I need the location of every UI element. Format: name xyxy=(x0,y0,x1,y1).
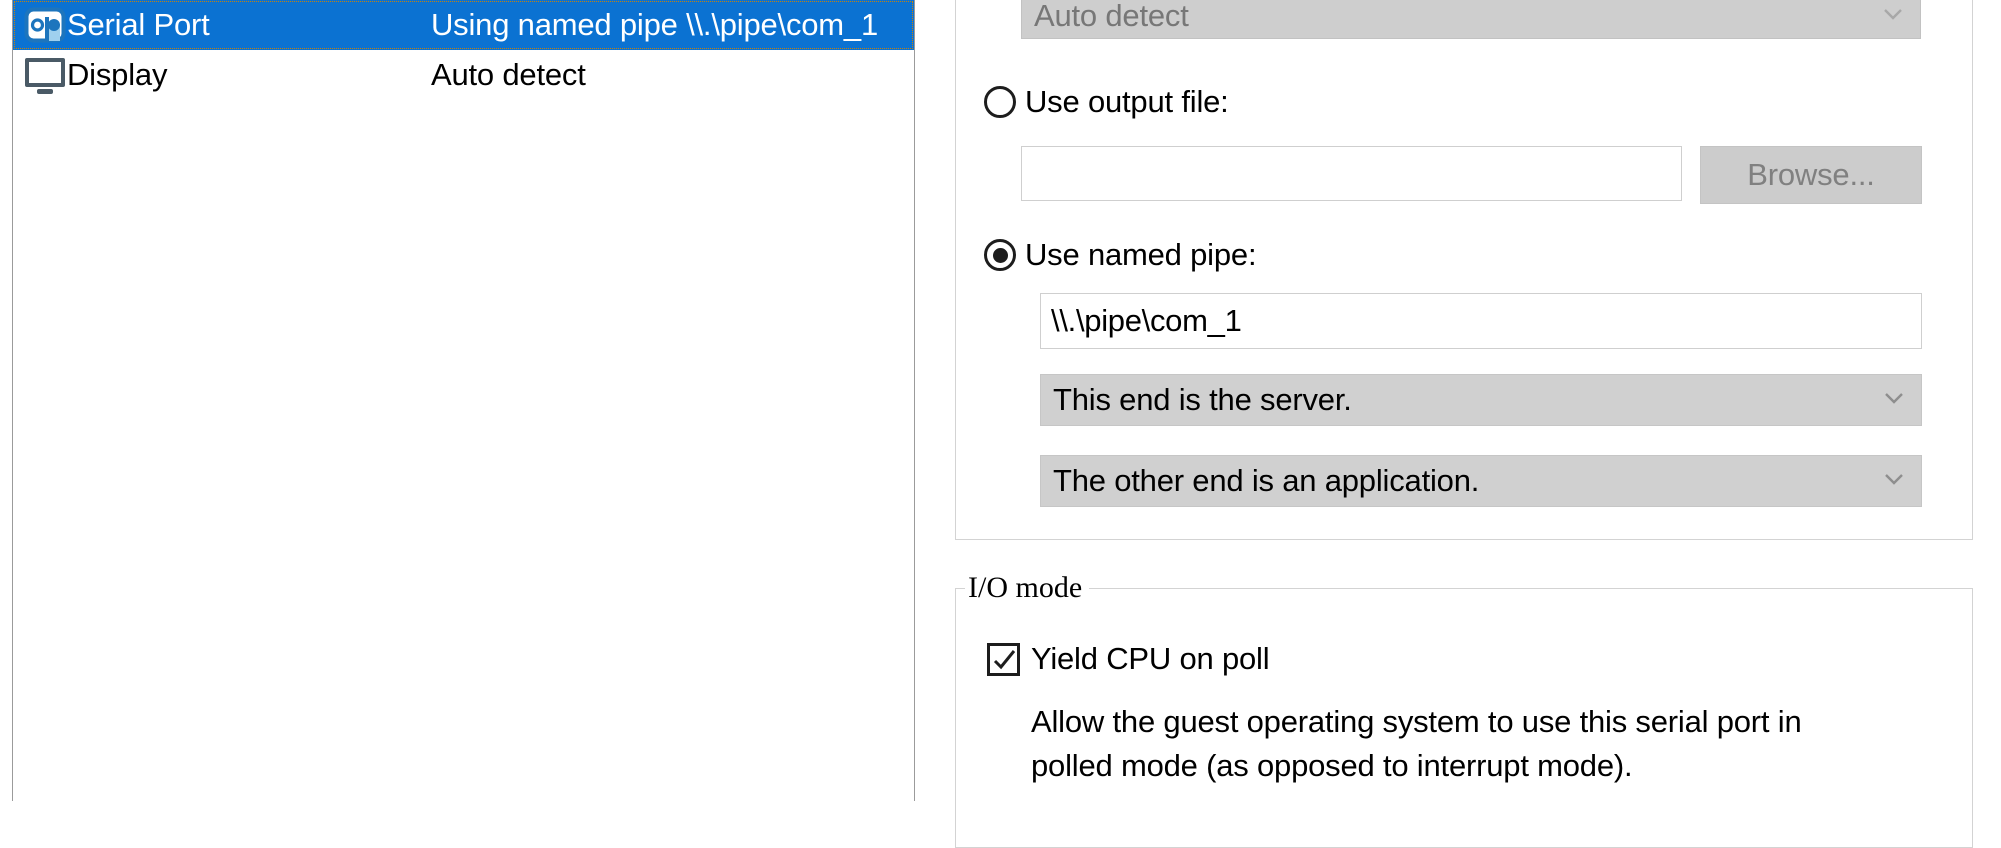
display-monitor-icon xyxy=(23,52,67,98)
device-list-panel[interactable]: Serial Port Using named pipe \\.\pipe\co… xyxy=(12,0,915,801)
use-named-pipe-label: Use named pipe: xyxy=(1025,237,1257,272)
chevron-down-icon xyxy=(1883,468,1905,490)
named-pipe-path-value: \\.\pipe\com_1 xyxy=(1051,303,1242,338)
named-pipe-path-input[interactable]: \\.\pipe\com_1 xyxy=(1040,293,1922,349)
list-item-label: Serial Port xyxy=(67,7,210,42)
checkbox-indicator[interactable] xyxy=(987,642,1020,676)
chevron-down-icon xyxy=(1883,387,1905,409)
radio-indicator[interactable] xyxy=(984,239,1016,271)
near-end-combobox[interactable]: This end is the server. xyxy=(1040,374,1922,426)
radio-indicator[interactable] xyxy=(984,86,1016,118)
serial-port-icon xyxy=(23,2,67,48)
browse-button[interactable]: Browse... xyxy=(1700,146,1922,204)
chevron-down-icon xyxy=(1882,3,1904,25)
use-named-pipe-radio[interactable]: Use named pipe: xyxy=(984,237,1257,273)
auto-detect-combobox-value: Auto detect xyxy=(1034,0,1189,33)
output-file-path-input[interactable] xyxy=(1021,146,1682,201)
list-item-label: Display xyxy=(67,57,168,92)
connection-groupbox xyxy=(955,0,1973,540)
serial-port-settings-panel: Auto detect Use output file: Browse... U… xyxy=(955,0,2001,848)
list-item-serial-port[interactable]: Serial Port Using named pipe \\.\pipe\co… xyxy=(13,0,914,50)
list-item-summary: Auto detect xyxy=(431,57,586,92)
use-output-file-radio[interactable]: Use output file: xyxy=(984,84,1229,120)
yield-cpu-on-poll-label: Yield CPU on poll xyxy=(1031,641,1270,676)
far-end-combobox-value: The other end is an application. xyxy=(1053,463,1480,498)
near-end-combobox-value: This end is the server. xyxy=(1053,382,1352,417)
yield-cpu-description: Allow the guest operating system to use … xyxy=(1031,704,1802,783)
browse-button-label: Browse... xyxy=(1747,157,1875,192)
io-mode-legend: I/O mode xyxy=(965,571,1090,605)
io-mode-groupbox: I/O mode xyxy=(955,571,1973,848)
auto-detect-combobox[interactable]: Auto detect xyxy=(1021,0,1921,39)
far-end-combobox[interactable]: The other end is an application. xyxy=(1040,455,1922,507)
list-item-display[interactable]: Display Auto detect xyxy=(13,50,914,100)
yield-cpu-on-poll-checkbox[interactable]: Yield CPU on poll xyxy=(987,641,1270,677)
list-item-summary: Using named pipe \\.\pipe\com_1 xyxy=(431,7,879,42)
use-output-file-label: Use output file: xyxy=(1025,84,1229,119)
